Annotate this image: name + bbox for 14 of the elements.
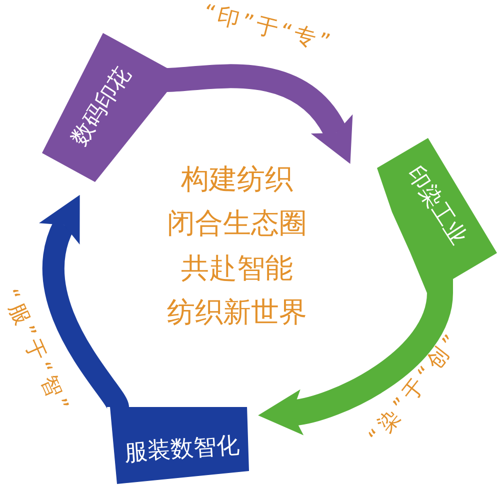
edge-label: “服”于“智” (0, 286, 74, 418)
tab-label: 印染工业 (402, 162, 470, 250)
curved-arrow (38, 193, 128, 411)
slogan-text: 构建纺织 (181, 164, 293, 196)
edge-label: “印”于“专” (200, 1, 336, 57)
tab-label: 数码印花 (68, 64, 136, 150)
curved-arrow (166, 64, 354, 162)
slogan-text: 共赴智能 (181, 254, 293, 284)
slogan-text: 闭合生态圈 (167, 208, 307, 240)
tab-label: 服装数智化 (124, 433, 240, 467)
curved-arrow (258, 291, 453, 434)
edge-label: “染”于“创” (364, 328, 466, 448)
stage-tab (110, 407, 249, 484)
slogan-text: 纺织新世界 (167, 298, 307, 328)
